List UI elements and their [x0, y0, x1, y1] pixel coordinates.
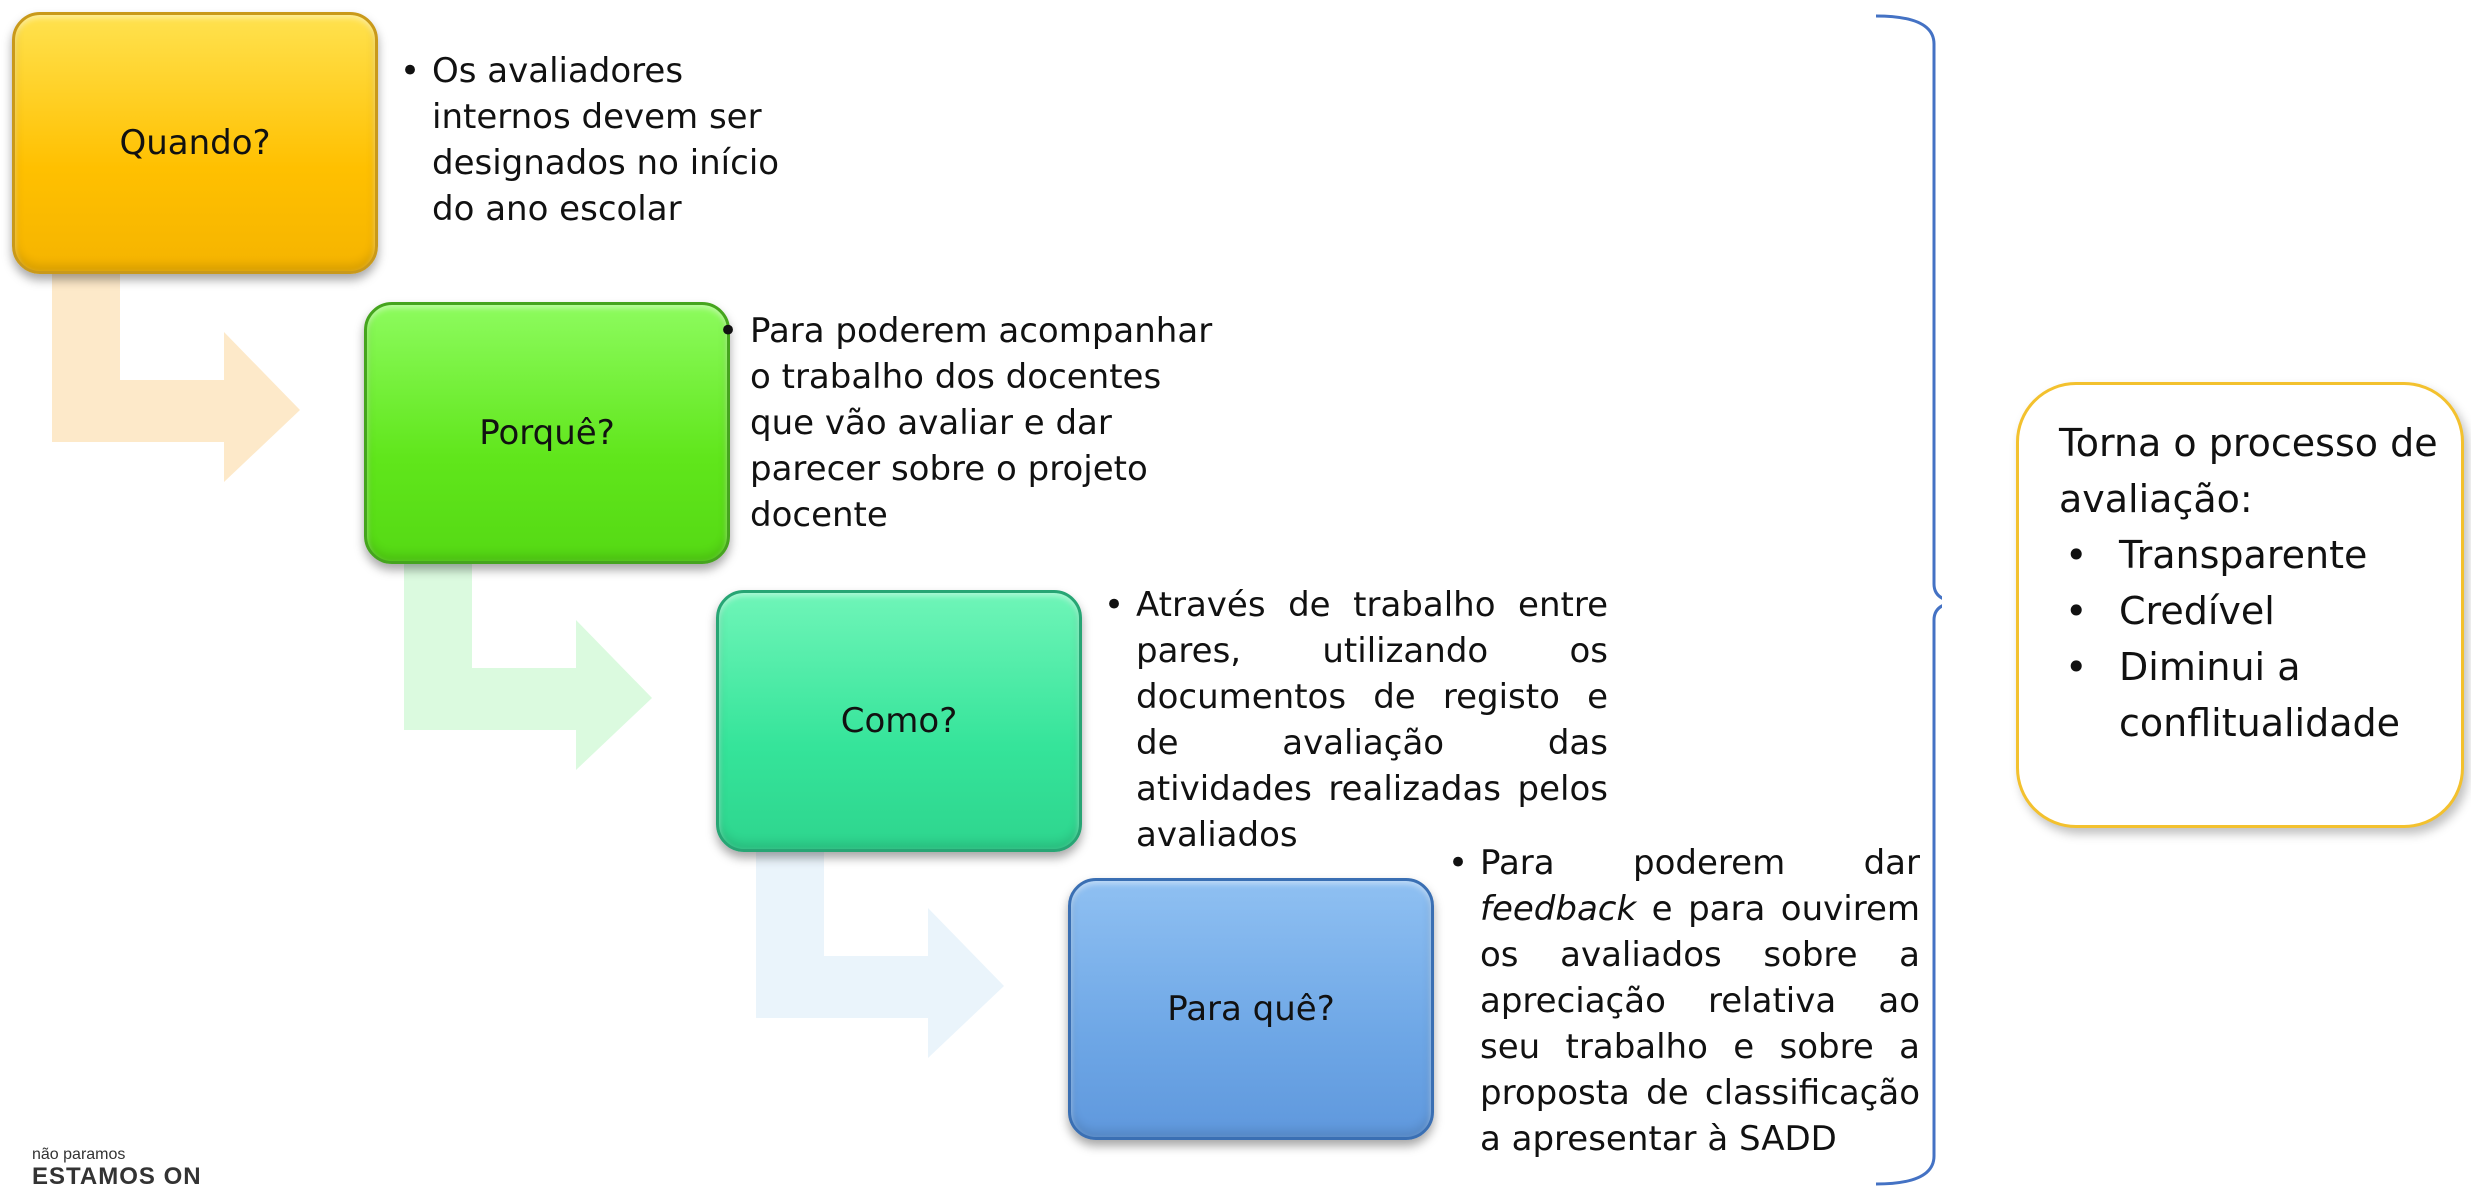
summary-item: Diminui a conflitualidade — [2059, 639, 2441, 751]
summary-box: Torna o processo de avaliação: Transpare… — [2016, 382, 2464, 828]
step-box-quando: Quando? — [12, 12, 378, 274]
logo-wordmark: ESTAMOS ON — [32, 1163, 202, 1190]
right-brace — [1875, 14, 1942, 1186]
step-label: Para quê? — [1167, 989, 1335, 1029]
bullet-text: Os avaliadores internos devem ser design… — [400, 48, 800, 232]
summary-list: Transparente Credível Diminui a conflitu… — [2059, 527, 2441, 751]
summary-title: Torna o processo de avaliação: — [2059, 421, 2438, 521]
logo: não paramos ESTAMOS ON — [32, 1146, 202, 1190]
bullets-quando: Os avaliadores internos devem ser design… — [400, 48, 800, 232]
bullets-como: Através de trabalho entre pares, utiliza… — [1104, 582, 1608, 858]
step-box-porque: Porquê? — [364, 302, 730, 564]
bullet-text: Através de trabalho entre pares, utiliza… — [1104, 582, 1608, 858]
step-label: Porquê? — [479, 413, 615, 453]
bullet-text: Para poderem dar feedback e para ouvirem… — [1448, 840, 1920, 1162]
step-label: Quando? — [119, 123, 271, 163]
bullets-porque: Para poderem acompanhar o trabalho dos d… — [718, 308, 1218, 538]
flow-arrow-3 — [756, 846, 1004, 1058]
summary-item: Credível — [2059, 583, 2441, 639]
bullet-text-with-feedback: Para poderem dar feedback e para ouvirem… — [1480, 843, 1920, 1159]
flow-arrow-1 — [52, 270, 300, 482]
flow-arrow-2 — [404, 558, 652, 770]
bullets-para-que: Para poderem dar feedback e para ouvirem… — [1448, 840, 1920, 1162]
feedback-emphasis: feedback — [1480, 889, 1637, 929]
step-box-como: Como? — [716, 590, 1082, 852]
step-box-para-que: Para quê? — [1068, 878, 1434, 1140]
step-label: Como? — [840, 701, 958, 741]
bullet-text: Para poderem acompanhar o trabalho dos d… — [718, 308, 1218, 538]
logo-tagline: não paramos — [32, 1146, 126, 1163]
summary-item: Transparente — [2059, 527, 2441, 583]
